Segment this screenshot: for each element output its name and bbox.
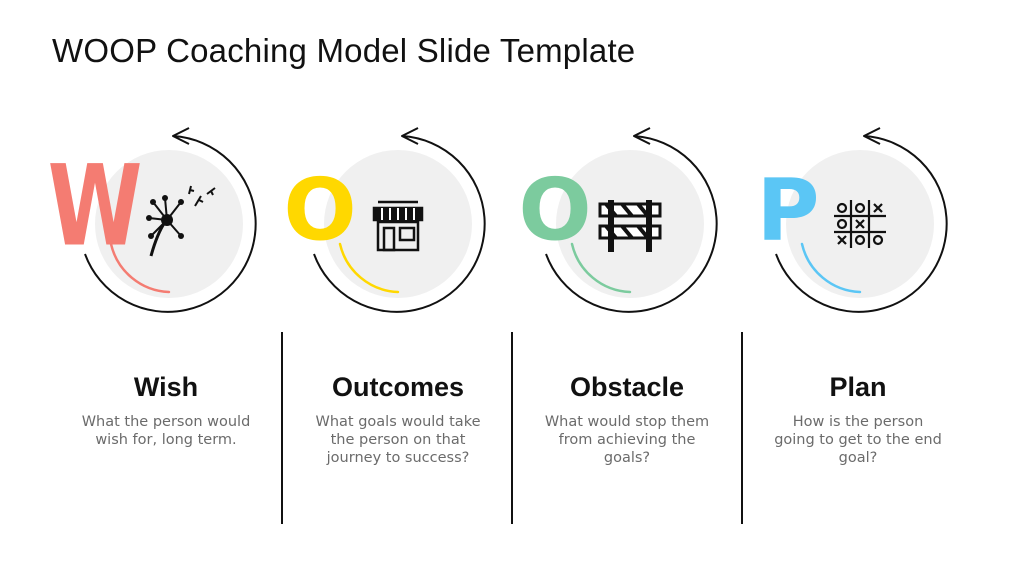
step-obstacle-graphic: O (518, 127, 718, 313)
step-heading-outcomes: Outcomes (331, 372, 465, 402)
divider-3 (741, 332, 743, 524)
letter-o-1: O (283, 160, 356, 260)
accent-arc-outcomes (338, 242, 400, 294)
barrier-icon (598, 200, 662, 252)
divider-2 (511, 332, 513, 524)
tic-tac-toe-icon (834, 200, 886, 248)
step-wish-graphic: W (48, 127, 257, 313)
accent-arc-obstacle (570, 242, 632, 294)
divider-1 (281, 332, 283, 524)
letter-o-2: O (518, 160, 591, 260)
step-heading-wish: Wish (133, 372, 199, 402)
step-wish-text: Wish What the person would wish for, lon… (66, 372, 266, 449)
step-plan-text: Plan How is the person going to get to t… (758, 372, 958, 467)
step-plan-graphic: P (756, 127, 948, 313)
accent-arc-plan (800, 242, 862, 294)
dandelion-icon (146, 185, 216, 257)
step-obstacle-text: Obstacle What would stop them from achie… (527, 372, 727, 467)
step-description-wish: What the person would wish for, long ter… (81, 414, 251, 448)
slide-title: WOOP Coaching Model Slide Template (52, 32, 636, 69)
step-description-obstacle: What would stop them from achieving the … (544, 414, 710, 466)
step-description-plan: How is the person going to get to the en… (774, 414, 942, 466)
step-outcomes-graphic: O (283, 127, 486, 313)
step-heading-obstacle: Obstacle (569, 372, 685, 402)
step-heading-plan: Plan (829, 372, 887, 402)
step-description-outcomes: What goals would take the person on that… (315, 414, 481, 466)
shop-icon (372, 200, 424, 252)
accent-arc-wish (109, 242, 171, 294)
letter-w: W (48, 140, 143, 271)
letter-p: P (756, 160, 819, 260)
step-outcomes-text: Outcomes What goals would take the perso… (298, 372, 498, 467)
